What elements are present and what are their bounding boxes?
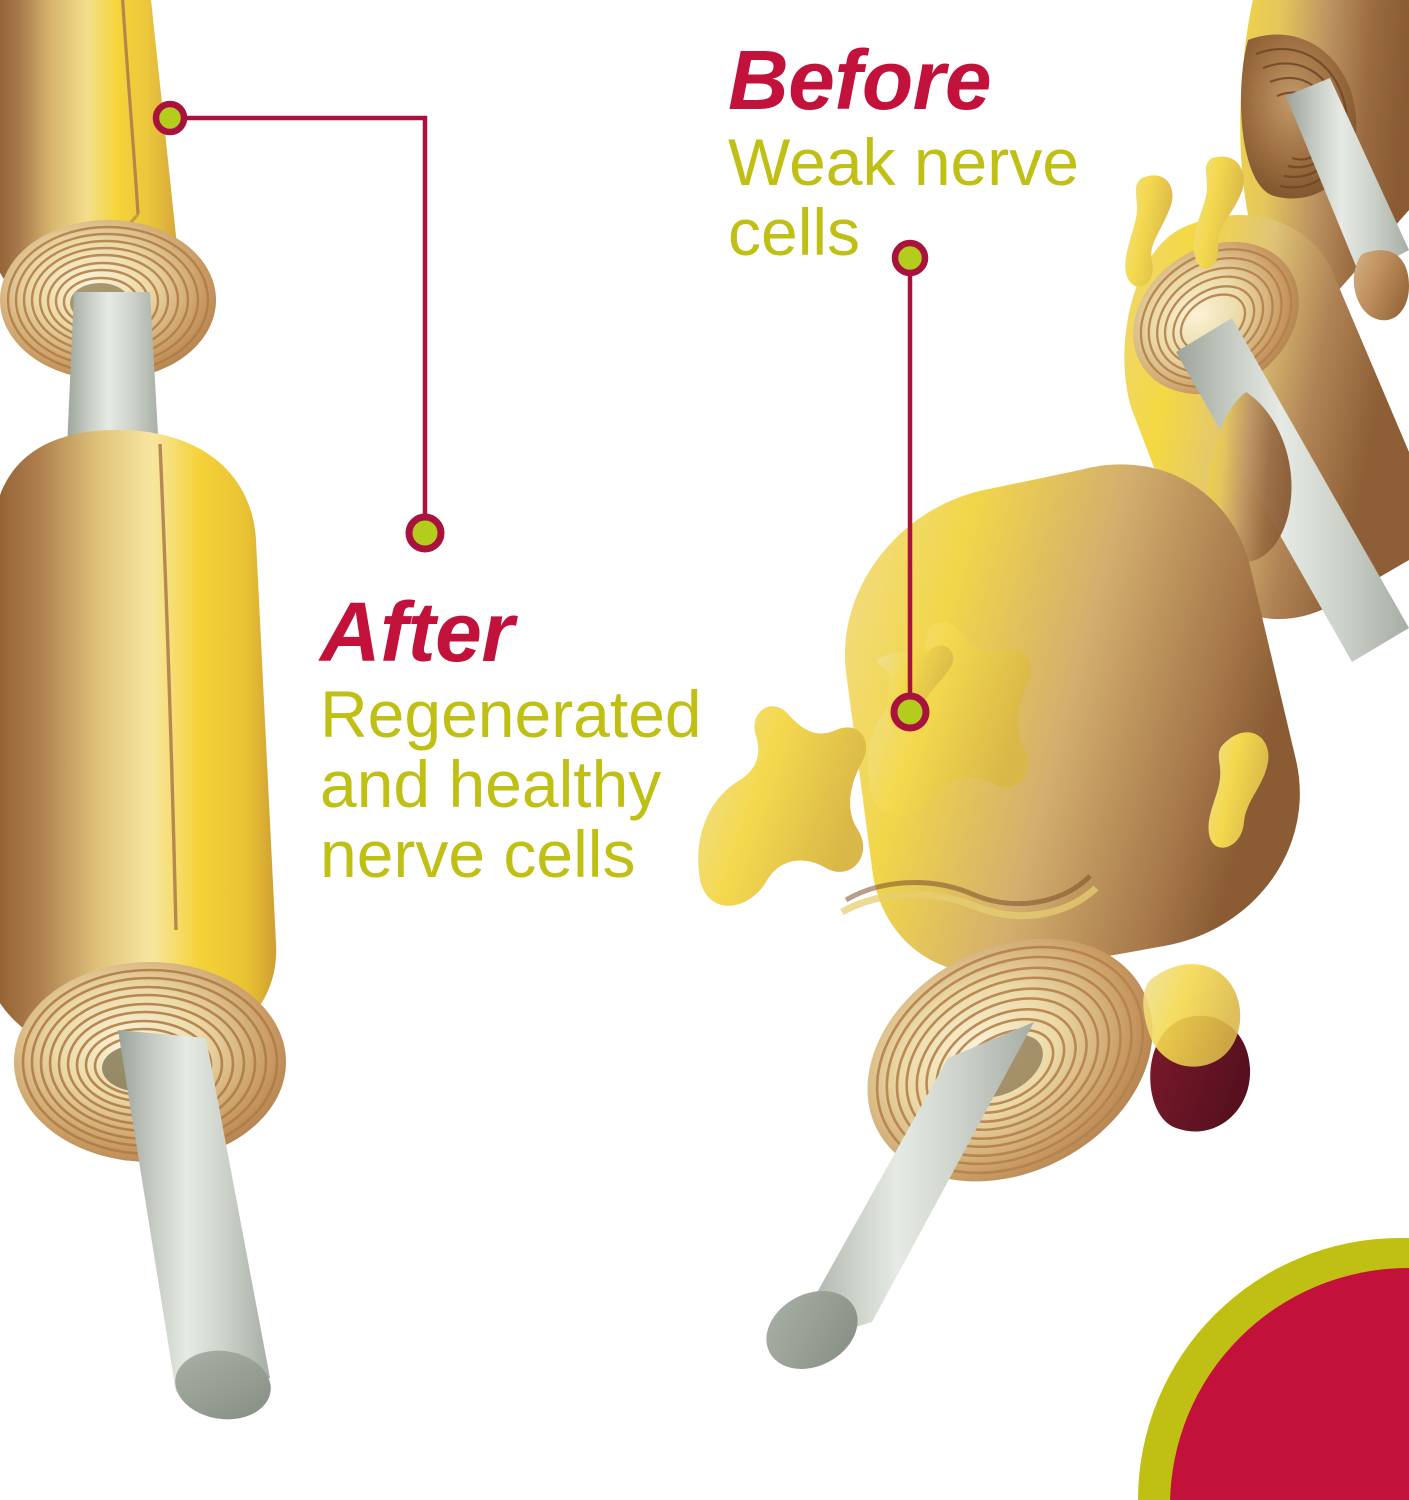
axon-upper — [66, 292, 160, 470]
bottom-right-corner-circle — [1138, 1238, 1409, 1500]
myelin-tear-flame — [1143, 964, 1241, 1067]
healthy-nerve-illustration — [0, 0, 286, 1420]
myelin-flake — [1193, 156, 1244, 269]
myelin-tear-flame — [868, 621, 1032, 816]
callout-after-heading: After — [320, 585, 514, 679]
damaged-nerve-illustration — [698, 0, 1409, 1369]
callout-after: After Regenerated and healthy nerve cell… — [320, 590, 750, 890]
callout-after-description: Regenerated and healthy nerve cells — [320, 677, 702, 891]
callout-before-description: Weak nerve cells — [728, 125, 1079, 269]
myelin-flake — [1208, 732, 1269, 848]
callout-before: Before Weak nerve cells — [728, 38, 1148, 268]
axon-terminal-left — [118, 1030, 271, 1420]
damaged-node-mid — [1133, 241, 1299, 395]
axon-terminal-right — [766, 1022, 1034, 1369]
callout-anchor-dot-after — [152, 100, 188, 136]
callout-leader-after — [152, 100, 445, 553]
callout-leader-before — [890, 239, 930, 732]
callout-target-dot-after — [405, 513, 445, 553]
callout-before-heading: Before — [728, 33, 992, 127]
myelin-flake — [1353, 250, 1409, 321]
damaged-segment-lower — [698, 464, 1300, 1182]
myelin-segment-middle — [0, 429, 277, 1062]
myelin-flake — [1125, 175, 1173, 287]
callout-target-dot-before — [890, 692, 930, 732]
callout-anchor-dot-before — [891, 239, 929, 277]
myelin-tear-flame — [698, 706, 867, 906]
myelin-flake-cluster-upper — [1125, 156, 1409, 321]
